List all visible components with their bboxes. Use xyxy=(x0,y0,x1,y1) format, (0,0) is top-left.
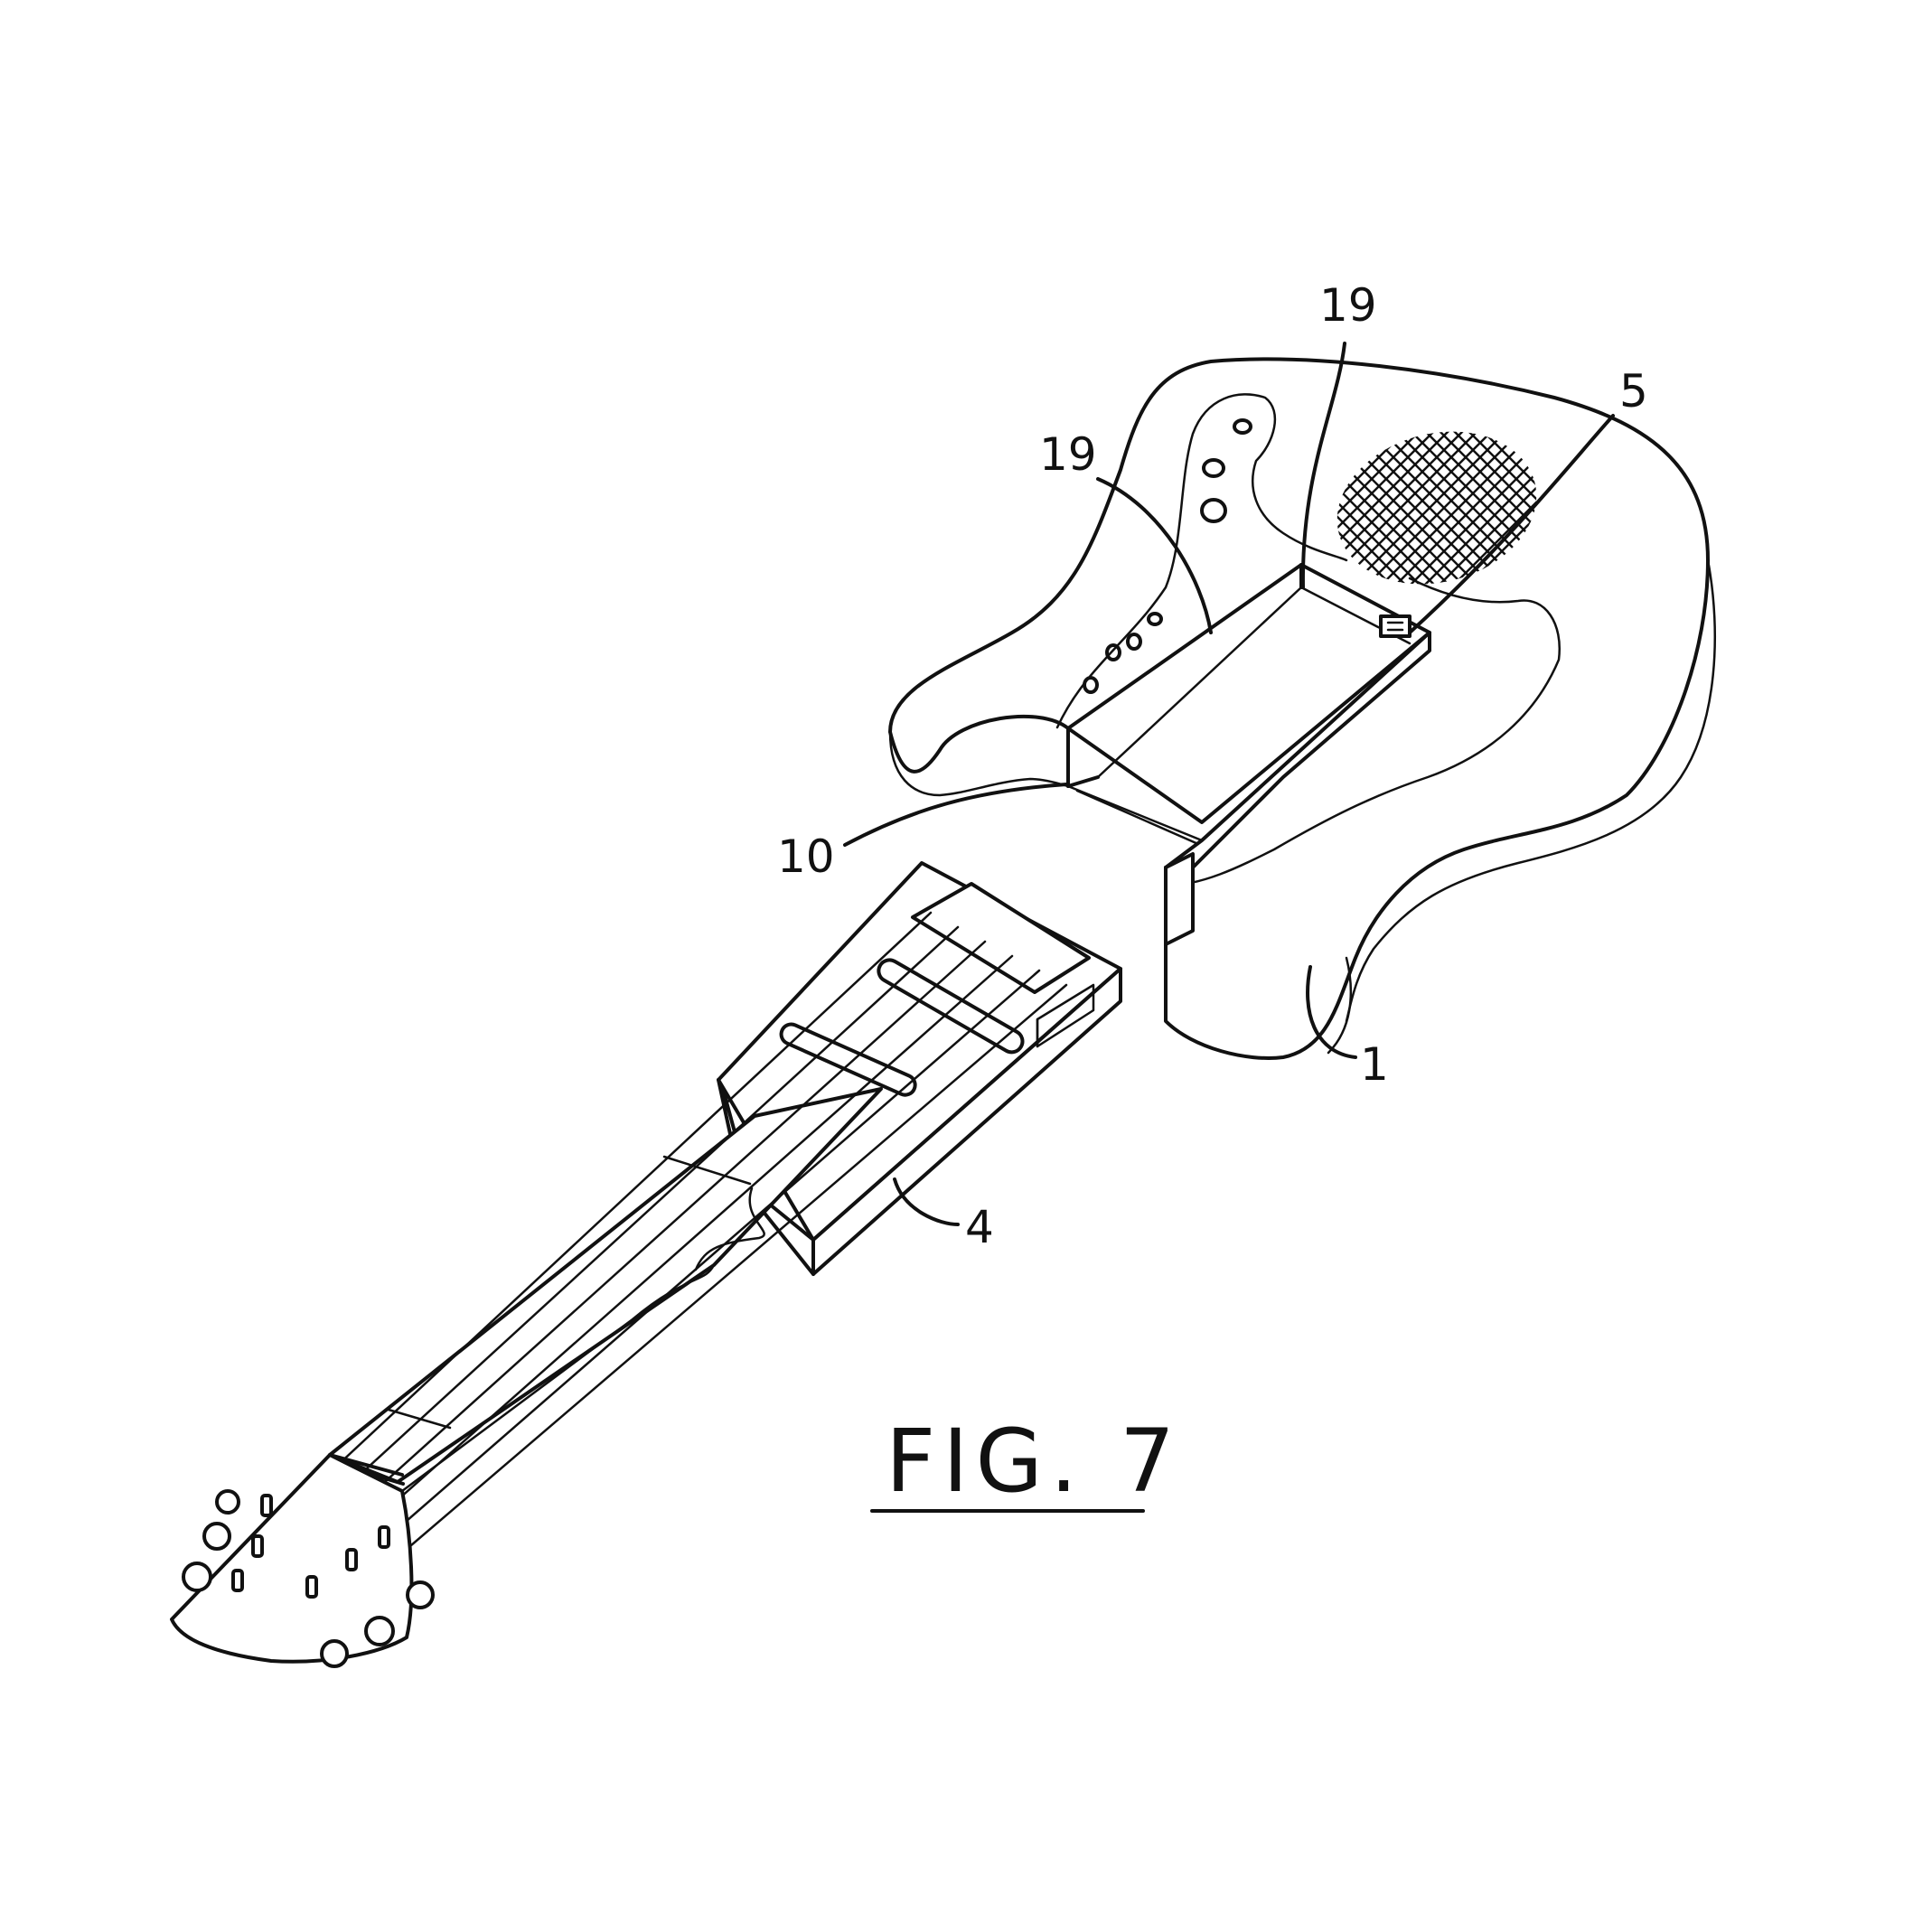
string xyxy=(378,983,1068,1574)
control-knobs xyxy=(1083,418,1252,694)
grille-line xyxy=(1480,409,1554,606)
grille-line xyxy=(1480,409,1554,606)
figure-caption: FIG. 7 xyxy=(870,1411,1182,1513)
label-1: 1 xyxy=(1360,1038,1389,1091)
grille-line xyxy=(1336,409,1554,606)
label-19-left: 19 xyxy=(1039,428,1097,481)
label-19-top: 19 xyxy=(1319,279,1377,332)
string xyxy=(334,954,1014,1556)
grille-line xyxy=(1422,409,1554,606)
tuners xyxy=(182,1489,435,1668)
headstock xyxy=(170,1453,414,1664)
grille-line xyxy=(1379,409,1554,606)
string xyxy=(269,911,933,1529)
strings xyxy=(269,911,1068,1574)
grille-line xyxy=(1437,409,1554,606)
grille-line xyxy=(1437,409,1554,606)
label-5: 5 xyxy=(1619,365,1648,417)
string xyxy=(291,925,960,1538)
neck-assembly xyxy=(170,861,1122,1668)
string xyxy=(313,940,987,1547)
caption-text: FIG. 7 xyxy=(886,1411,1182,1512)
label-10: 10 xyxy=(777,830,835,883)
grille-line xyxy=(1422,409,1554,606)
grille-line xyxy=(1350,409,1554,606)
string xyxy=(356,969,1041,1565)
leader-lines xyxy=(843,342,1615,1226)
reference-labels: 19 19 5 10 1 4 xyxy=(777,279,1648,1253)
connector-socket xyxy=(1379,614,1411,638)
bridge xyxy=(911,882,1091,994)
speaker-grille xyxy=(1319,409,1554,606)
label-4: 4 xyxy=(965,1201,994,1253)
neck-pocket xyxy=(1066,563,1431,946)
